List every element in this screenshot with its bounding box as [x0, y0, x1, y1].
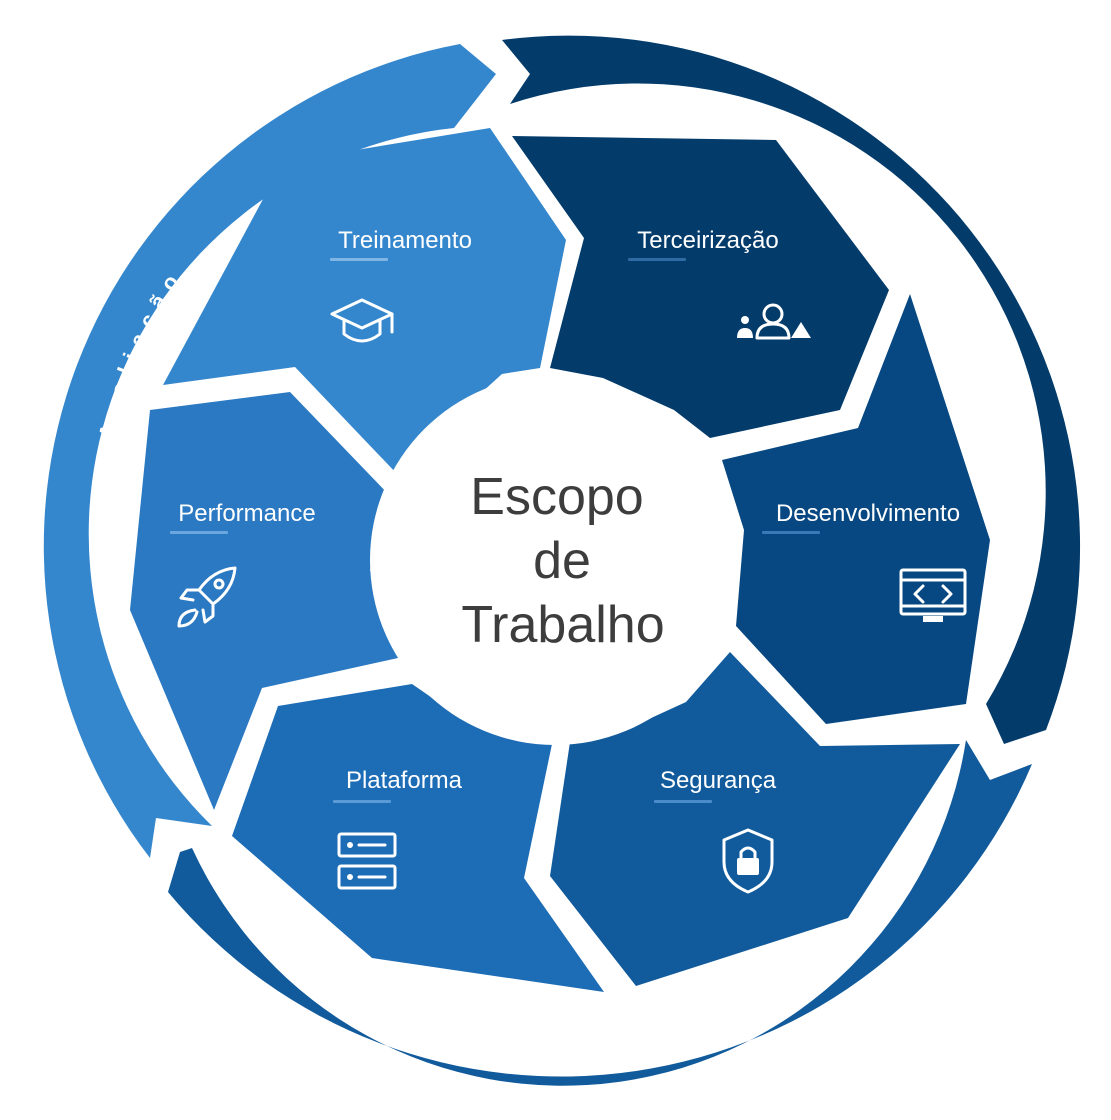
segment-labels: Treinamento Terceirização Desenvolviment… — [170, 227, 960, 803]
segment-underline-desenvolvimento — [762, 531, 820, 534]
segment-underline-terceirizacao — [628, 258, 686, 261]
team-icon — [737, 303, 811, 340]
center-title-line-1: Escopo — [470, 468, 643, 526]
segment-plataforma — [232, 684, 604, 992]
segment-underline-plataforma — [333, 800, 391, 803]
ring-arrow-avaliacao — [43, 44, 496, 858]
segment-underline-treinamento — [330, 258, 388, 261]
segment-label-seguranca: Segurança — [660, 767, 777, 794]
segment-underline-seguranca — [654, 800, 712, 803]
graduation-cap-icon — [330, 298, 394, 343]
ring-label-evolucao: Evolução — [877, 201, 996, 356]
server-icon — [337, 832, 397, 890]
segment-label-desenvolvimento: Desenvolvimento — [776, 500, 960, 527]
ring-arrow-implementacao — [168, 740, 1032, 1086]
center: Escopo de Trabalho — [370, 375, 740, 745]
rocket-icon — [177, 566, 237, 628]
segment-label-treinamento: Treinamento — [338, 227, 472, 254]
code-monitor-icon — [899, 568, 967, 622]
center-circle — [370, 375, 740, 745]
segment-label-terceirizacao: Terceirização — [637, 227, 778, 254]
segment-label-performance: Performance — [178, 500, 315, 527]
segment-underline-performance — [170, 531, 228, 534]
center-title-line-2: de — [533, 532, 591, 590]
segment-terceirizacao — [512, 136, 889, 438]
segment-seguranca — [550, 652, 960, 986]
segment-performance — [130, 392, 398, 810]
center-title-line-3: Trabalho — [461, 596, 664, 654]
shield-lock-icon — [722, 828, 774, 894]
ring-arrow-evolucao — [502, 35, 1081, 744]
segment-label-plataforma: Plataforma — [346, 767, 463, 794]
